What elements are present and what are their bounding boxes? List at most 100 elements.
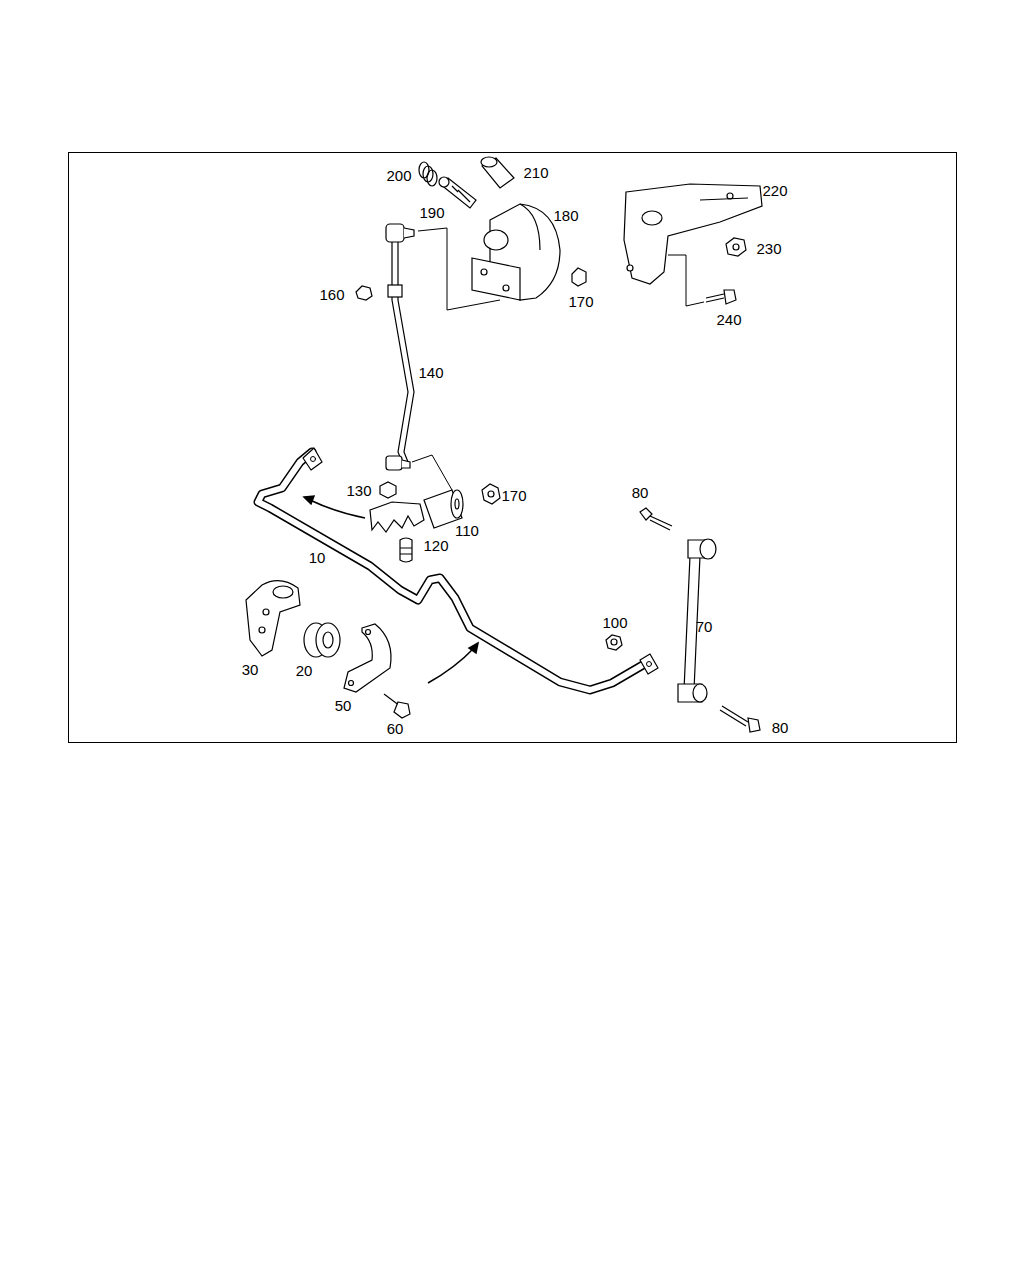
- bracket-30: [259, 627, 265, 633]
- stabilizer-bar: [258, 448, 658, 690]
- callout-number: 110: [455, 522, 479, 539]
- nut-100: [606, 635, 622, 650]
- rod-140: [402, 460, 410, 468]
- leader-lines: [418, 228, 500, 310]
- callout-number: 130: [346, 482, 371, 499]
- rod-140: [386, 224, 404, 242]
- callout-number: 170: [568, 293, 593, 310]
- rod-140: [386, 456, 402, 470]
- leader-lines: [412, 228, 704, 490]
- leader-lines: [412, 455, 452, 490]
- spring-200: [419, 162, 437, 186]
- callout-number: 100: [602, 614, 627, 631]
- actuator-180: [520, 204, 540, 250]
- callout-number: 20: [296, 662, 313, 679]
- clamp-120: [400, 538, 412, 562]
- actuator-180: [503, 285, 509, 291]
- bracket-220: [642, 211, 662, 225]
- stabilizer-bar: [311, 457, 316, 462]
- sleeve-210: [481, 157, 514, 188]
- bracket-220: [700, 198, 748, 200]
- callout-number: 170: [501, 487, 526, 504]
- ball-pin-190: [452, 186, 470, 202]
- frame: [69, 153, 957, 743]
- bushing-110: [455, 499, 459, 509]
- coupling-link-70: [693, 684, 707, 702]
- nut-100: [611, 639, 617, 645]
- nut-130-170: [488, 491, 494, 497]
- bolt-80: [650, 516, 672, 530]
- callout-number: 180: [553, 207, 578, 224]
- actuator-180: [484, 230, 508, 250]
- frame: [69, 153, 957, 743]
- nut-160: [356, 286, 372, 300]
- ball-pin-190: [439, 177, 476, 208]
- actuator-180: [481, 269, 487, 275]
- clamp-50: [366, 630, 371, 635]
- rod-140: [392, 240, 408, 462]
- bushing-110: [451, 490, 463, 518]
- callout-number: 60: [387, 720, 404, 737]
- bolt-80: [640, 508, 760, 732]
- bolt-240: [724, 290, 736, 304]
- stabilizer-bar: [303, 448, 322, 470]
- coupling-link-70: [700, 539, 716, 559]
- callout-number: 220: [762, 182, 787, 199]
- callout-number: 230: [756, 240, 781, 257]
- bracket-30: [246, 581, 300, 656]
- nut-170-top: [572, 268, 586, 286]
- nut-100: [606, 635, 622, 650]
- direction-arrows: [428, 648, 474, 683]
- actuator-180: [472, 204, 560, 300]
- bolt-60: [394, 702, 410, 718]
- callout-number: 190: [419, 204, 444, 221]
- direction-arrows: [469, 643, 478, 653]
- bracket-220: [624, 184, 762, 284]
- rubber-bushing-20: [316, 623, 340, 657]
- coupling-link-70: [688, 540, 715, 558]
- spring-200: [427, 170, 437, 186]
- clamp-120: [400, 548, 412, 554]
- nut-130-170: [482, 484, 500, 504]
- bolt-80: [720, 706, 748, 726]
- stabilizer-bar: [640, 654, 658, 674]
- direction-arrows: [310, 500, 365, 518]
- rubber-bushing-20: [323, 632, 333, 648]
- callout-number: 240: [716, 311, 741, 328]
- nut-130-170: [380, 482, 500, 504]
- rod-140: [398, 240, 414, 462]
- coupling-link-70: [678, 539, 716, 702]
- bracket-30: [246, 581, 300, 656]
- bolt-80: [640, 508, 652, 520]
- sleeve-210: [482, 158, 514, 188]
- clamp-120: [370, 502, 424, 562]
- nut-230: [733, 244, 739, 250]
- clamp-50: [349, 681, 354, 686]
- bolt-80: [748, 718, 760, 732]
- nut-230: [726, 238, 746, 256]
- bracket-220: [624, 184, 762, 284]
- clamp-50: [344, 624, 391, 692]
- clamp-120: [370, 502, 424, 532]
- actuator-180: [472, 258, 520, 300]
- direction-arrows: [304, 496, 314, 504]
- callout-number: 80: [772, 719, 789, 736]
- callout-number: 10: [309, 549, 326, 566]
- bracket-30: [273, 586, 293, 598]
- sleeve-210: [481, 157, 497, 167]
- callout-number: 200: [386, 167, 411, 184]
- bolt-240: [706, 290, 736, 304]
- callout-number: 140: [418, 364, 443, 381]
- rod-140: [386, 224, 414, 470]
- stabilizer-bar: [647, 662, 652, 667]
- bolt-60: [384, 694, 410, 718]
- nut-230: [726, 238, 746, 256]
- nut-170-top: [572, 268, 586, 286]
- bracket-30: [263, 609, 269, 615]
- ball-pin-190: [440, 178, 476, 208]
- callout-number: 50: [335, 697, 352, 714]
- stabilizer-bar: [258, 452, 648, 690]
- stabilizer-bar: [258, 452, 648, 690]
